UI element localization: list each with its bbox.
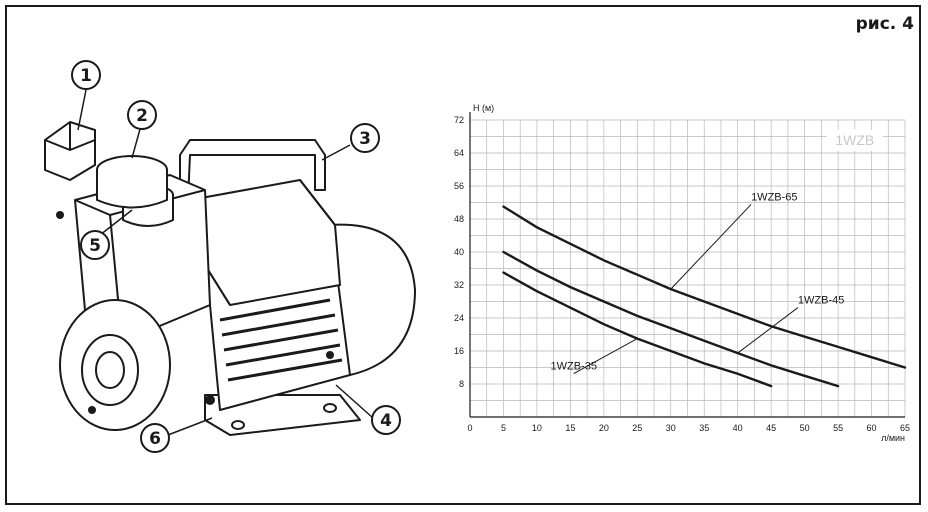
x-tick-label: 5 (501, 423, 506, 433)
chart-ticks: 0 5 10 15 20 25 30 35 40 45 50 55 60 65 8 16 24 32 40 48 56 6… (454, 115, 910, 433)
x-tick-label: 60 (867, 423, 877, 433)
y-tick-label: 16 (454, 346, 464, 356)
x-tick-label: 45 (766, 423, 776, 433)
series-label-1WZB-45: 1WZB-45 (798, 295, 844, 307)
callout-label-5: 5 (89, 236, 101, 256)
chart-title-bg (826, 129, 883, 151)
y-tick-label: 40 (454, 247, 464, 257)
x-tick-label: 30 (666, 423, 676, 433)
pump-illustration: 1 2 3 4 5 6 (44, 60, 416, 453)
x-tick-label: 40 (733, 423, 743, 433)
series-label-1WZB-35: 1WZB-35 (550, 361, 596, 373)
y-tick-label: 32 (454, 280, 464, 290)
x-tick-label: 0 (467, 423, 472, 433)
callout-label-3: 3 (359, 129, 371, 149)
y-tick-label: 48 (454, 214, 464, 224)
callout-3 (350, 123, 380, 153)
x-tick-label: 20 (599, 423, 609, 433)
x-tick-label: 65 (900, 423, 910, 433)
x-tick-label: 50 (800, 423, 810, 433)
callout-label-6: 6 (149, 429, 161, 449)
callout-2 (127, 100, 157, 130)
y-tick-label: 56 (454, 181, 464, 191)
y-axis-label: Н (м) (473, 103, 494, 113)
figure-label: рис. 4 (855, 14, 914, 34)
figure-frame (5, 5, 921, 505)
series-leader-1WZB-45 (737, 307, 799, 354)
callout-1 (71, 60, 101, 90)
y-tick-label: 64 (454, 148, 464, 158)
motor-rear (329, 223, 416, 376)
y-tick-label: 8 (459, 379, 464, 389)
callout-label-4: 4 (380, 411, 392, 431)
performance-chart: 0 5 10 15 20 25 30 35 40 45 50 55 60 65 8 16 24 32 40 48 56 6… (454, 103, 910, 443)
callout-5 (80, 230, 110, 260)
x-tick-label: 35 (699, 423, 709, 433)
callout-6 (140, 423, 170, 453)
callout-4 (371, 405, 401, 435)
x-tick-label: 55 (833, 423, 843, 433)
chart-axes (469, 112, 905, 418)
callout-label-1: 1 (80, 66, 92, 86)
x-tick-label: 15 (565, 423, 575, 433)
series-leader-1WZB-35 (573, 338, 638, 375)
callout-label-2: 2 (136, 106, 148, 126)
y-tick-label: 72 (454, 115, 464, 125)
series-line-1WZB-45 (502, 250, 840, 388)
series-line-1WZB-35 (502, 271, 773, 388)
x-axis-label: л/мин (881, 433, 905, 443)
x-tick-label: 10 (532, 423, 542, 433)
series-labels: 1WZB-65 1WZB-45 1WZB-35 (550, 191, 844, 375)
series-label-1WZB-65: 1WZB-65 (751, 191, 797, 203)
series-leader-1WZB-65 (670, 204, 752, 290)
chart-grid (469, 119, 906, 418)
y-tick-label: 24 (454, 313, 464, 323)
chart-title: 1WZB (835, 132, 874, 148)
series-line-1WZB-65 (502, 205, 907, 369)
x-tick-label: 25 (632, 423, 642, 433)
chart-series (502, 205, 907, 388)
